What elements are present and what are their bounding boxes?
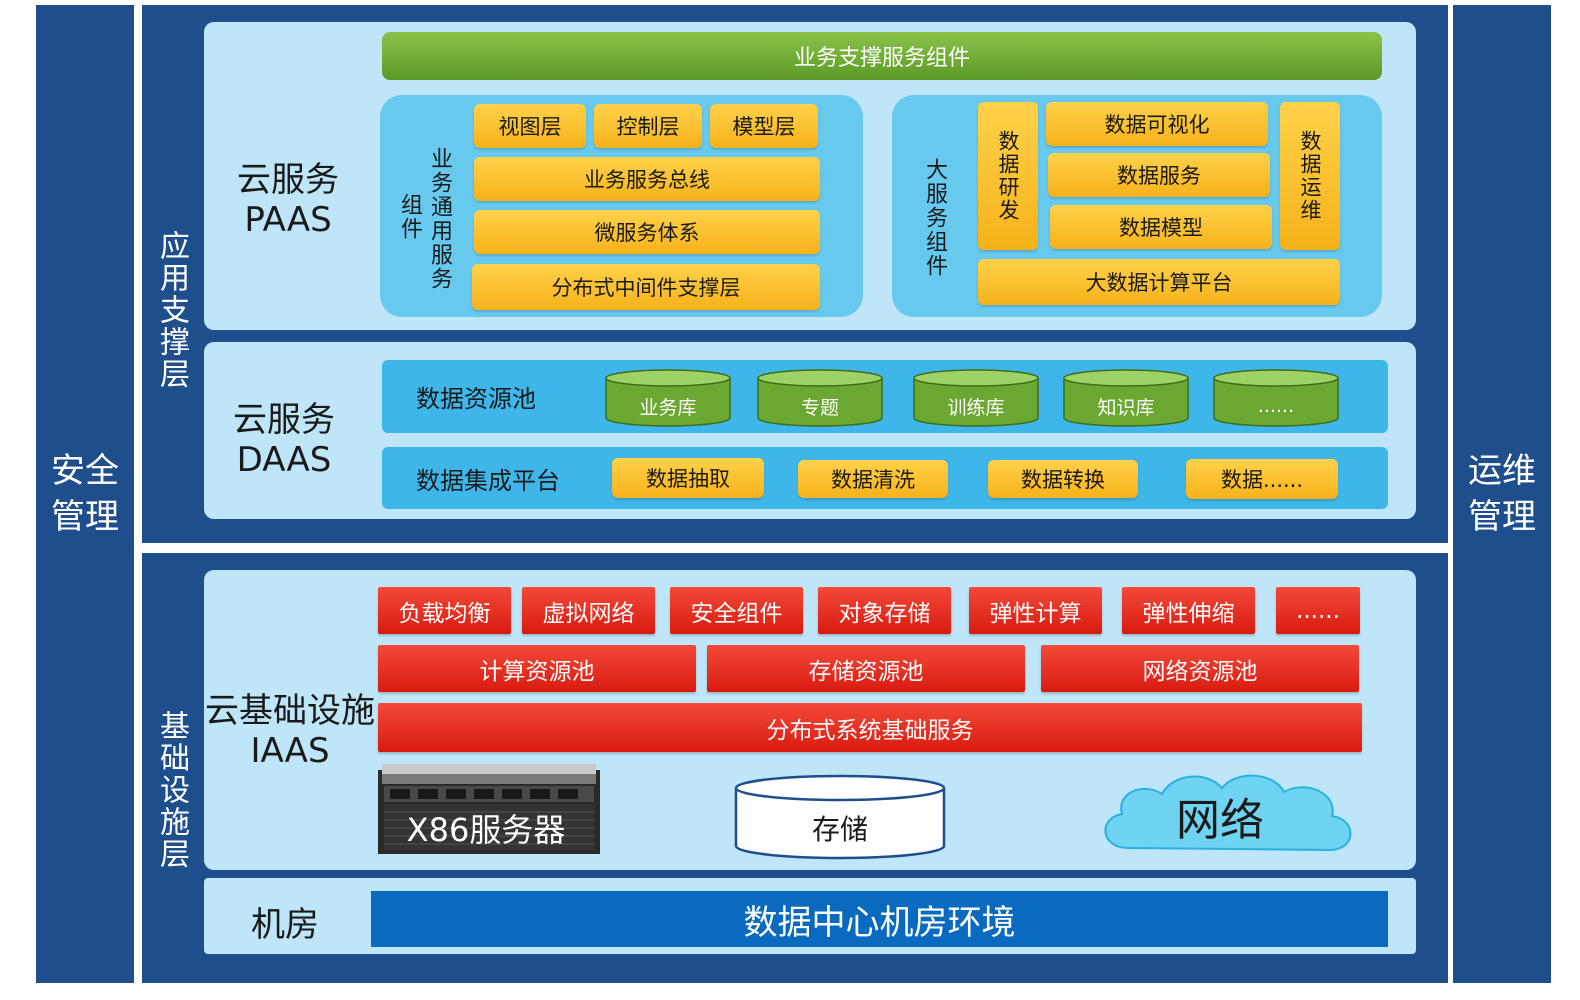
datacenter-environment-bar: 数据中心机房环境	[371, 891, 1388, 947]
microservice-system-box: 微服务体系	[474, 210, 820, 254]
business-service-bus-box: 业务服务总线	[474, 157, 820, 201]
cylinder-training-db	[913, 369, 1039, 427]
network-pool-box: 网络资源池	[1041, 645, 1359, 692]
model-layer-box: 模型层	[710, 104, 818, 148]
bigdata-platform-box: 大数据计算平台	[978, 259, 1340, 305]
machine-room-title: 机房	[251, 905, 319, 945]
distributed-middleware-box: 分布式中间件支撑层	[472, 264, 820, 310]
security-management-column: 安全管理	[36, 5, 134, 983]
data-extract-box: 数据抽取	[612, 458, 764, 498]
data-ops-box: 数据运维	[1280, 102, 1340, 250]
distributed-base-service-box: 分布式系统基础服务	[378, 703, 1362, 752]
iaas-title: 云基础设施IAAS	[205, 691, 375, 771]
more-components-box: ......	[1276, 587, 1360, 634]
x86-server-icon	[378, 764, 600, 854]
security-management-label: 安全管理	[51, 451, 119, 537]
data-ops-label: 数据运维	[1298, 130, 1322, 222]
storage-pool-box: 存储资源池	[707, 645, 1025, 692]
data-pool-cylinders	[605, 369, 1339, 427]
view-layer-box: 视图层	[474, 104, 586, 148]
data-more-box: 数据......	[1186, 459, 1338, 499]
bigdata-vertical-label: 大服务组件	[922, 158, 947, 278]
network-cloud-icon	[1104, 774, 1352, 852]
pool-training-db-label: 训练库	[947, 396, 1005, 419]
storage-label: 存储	[811, 813, 868, 846]
control-layer-box: 控制层	[594, 104, 702, 148]
data-dev-label: 数据研发	[996, 130, 1020, 222]
data-integration-label: 数据集成平台	[416, 466, 560, 495]
data-resource-pool-label: 数据资源池	[416, 384, 536, 413]
infra-layer-label: 基础设施层	[154, 710, 189, 870]
compute-pool-box: 计算资源池	[378, 645, 696, 692]
pool-knowledge-db-label: 知识库	[1097, 396, 1155, 419]
paas-title: 云服务PAAS	[237, 160, 339, 240]
security-component-box: 安全组件	[670, 587, 803, 634]
x86-server-label: X86服务器	[406, 811, 566, 849]
ops-management-label: 运维管理	[1468, 451, 1536, 537]
data-model-box: 数据模型	[1050, 205, 1272, 249]
pool-topic-label: 专题	[800, 396, 839, 419]
cylinder-knowledge-db	[1063, 369, 1189, 427]
data-visualization-box: 数据可视化	[1046, 102, 1268, 146]
cylinder-business-db	[605, 369, 731, 427]
storage-icon	[734, 774, 946, 860]
data-transform-box: 数据转换	[988, 460, 1138, 498]
object-storage-box: 对象存储	[818, 587, 951, 634]
ops-management-column: 运维管理	[1453, 5, 1551, 983]
cylinder-more	[1213, 369, 1339, 427]
network-label: 网络	[1176, 795, 1264, 846]
business-support-components-bar: 业务支撑服务组件	[382, 32, 1382, 80]
virtual-network-box: 虚拟网络	[522, 587, 655, 634]
pool-business-db-label: 业务库	[639, 396, 697, 419]
auto-scaling-box: 弹性伸缩	[1122, 587, 1255, 634]
daas-title: 云服务DAAS	[233, 400, 335, 480]
data-service-box: 数据服务	[1048, 153, 1270, 197]
app-support-layer-label: 应用支撑层	[154, 230, 189, 390]
components-vertical-label: 组件	[397, 193, 422, 241]
elastic-compute-box: 弹性计算	[969, 587, 1102, 634]
general-services-vertical-label: 业务通用服务	[427, 147, 452, 291]
load-balance-box: 负载均衡	[378, 587, 511, 634]
data-dev-box: 数据研发	[978, 102, 1038, 250]
data-clean-box: 数据清洗	[798, 460, 948, 498]
cylinder-topic	[757, 369, 883, 427]
pool-more-label: ......	[1257, 395, 1295, 417]
